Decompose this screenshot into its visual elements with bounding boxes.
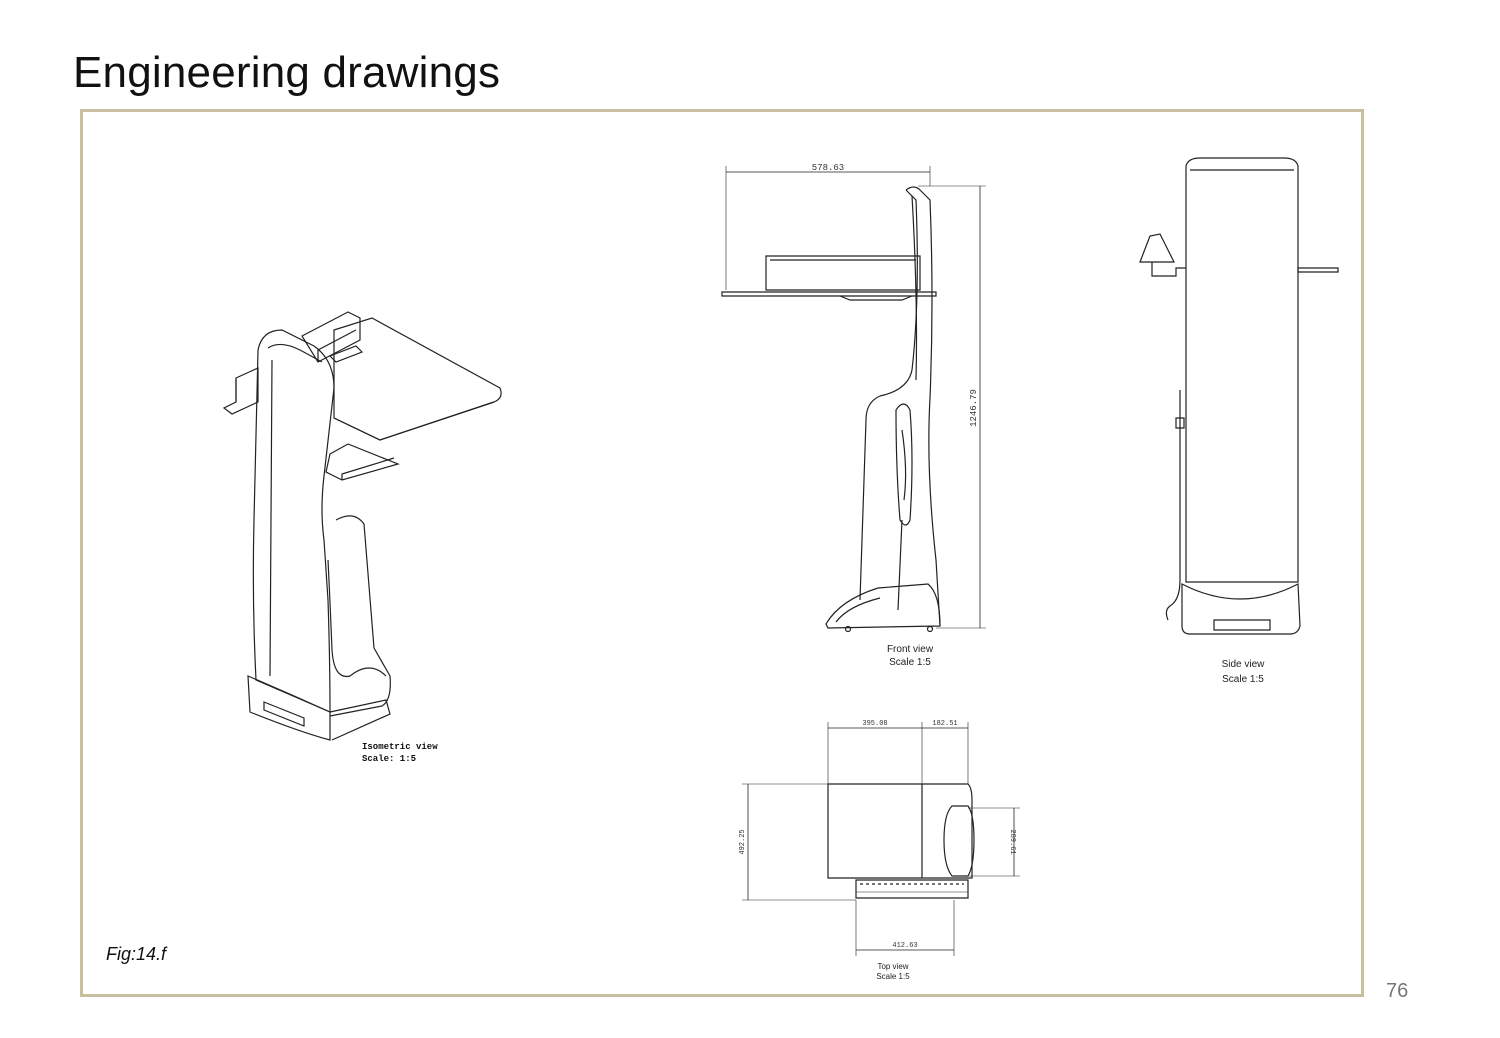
top-dim-right: 289.61 [1008, 829, 1016, 854]
isometric-caption-line2: Scale: 1:5 [362, 754, 416, 764]
front-caption-line2: Scale 1:5 [889, 657, 931, 668]
top-dim-a: 395.08 [862, 720, 887, 728]
side-view [1139, 157, 1339, 635]
page-number: 76 [1386, 980, 1409, 1002]
side-caption-line2: Scale 1:5 [1222, 674, 1264, 685]
front-dim-width: 578.63 [812, 163, 844, 173]
front-dim-height: 1246.79 [969, 389, 979, 427]
front-view [721, 166, 986, 633]
front-caption-line1: Front view [887, 644, 934, 655]
isometric-caption-line1: Isometric view [362, 742, 438, 752]
drawing-frame [80, 109, 1364, 997]
figure-label: Fig:14.f [106, 944, 167, 964]
top-view [742, 722, 1020, 956]
isometric-view [222, 311, 502, 741]
top-dim-b: 182.51 [932, 720, 957, 728]
page-title: Engineering drawings [73, 48, 501, 97]
top-caption-line1: Top view [877, 962, 908, 971]
side-caption-line1: Side view [1222, 659, 1266, 670]
top-dim-left: 492.25 [739, 829, 747, 854]
top-caption-line2: Scale 1:5 [876, 972, 910, 981]
top-dim-bottom: 412.63 [892, 942, 917, 950]
